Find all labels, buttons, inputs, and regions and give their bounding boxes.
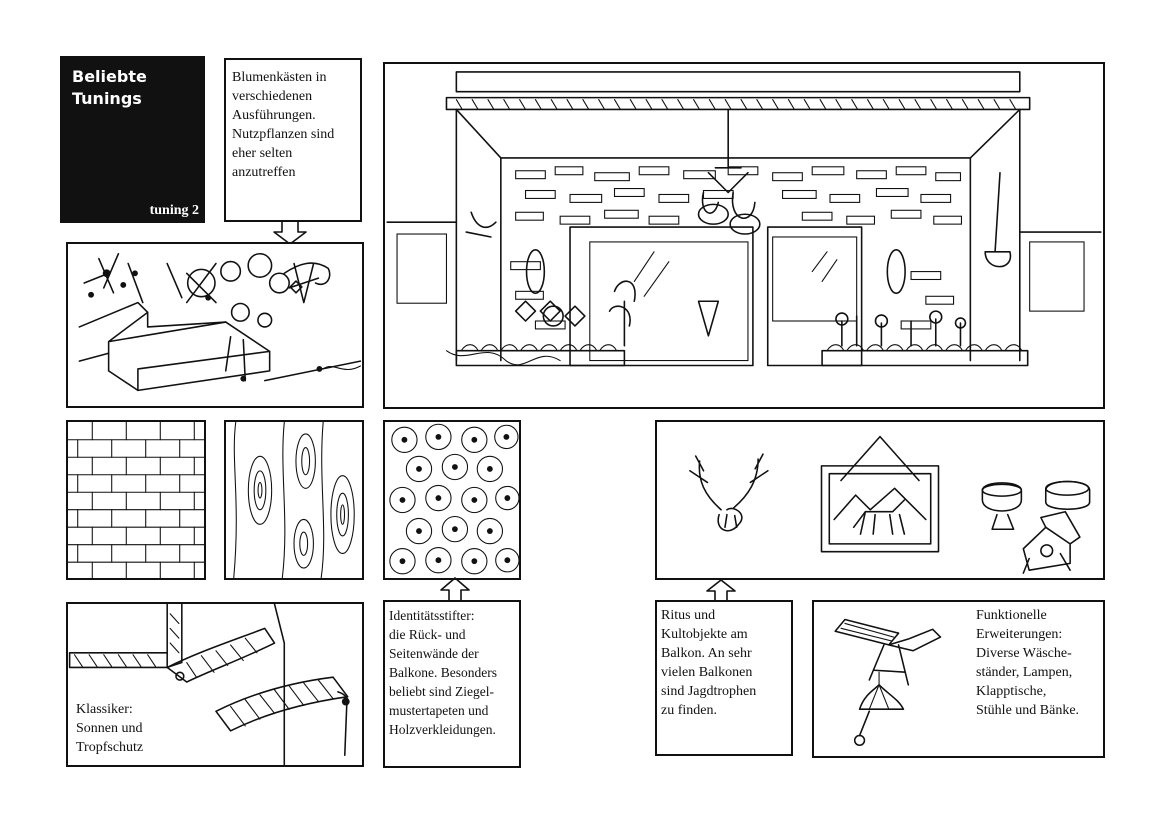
title-tag: tuning 2 xyxy=(149,203,199,218)
cult-objects-illustration xyxy=(655,420,1105,580)
title-block: Beliebte Tunings tuning 2 xyxy=(60,56,205,223)
flower-box-illustration xyxy=(66,242,364,408)
caption-flower-boxes-panel: Blumenkästen in verschiedenen Ausführung… xyxy=(224,58,362,222)
brick-wall-sample xyxy=(66,420,206,580)
awnings-panel: Klassiker: Sonnen und Tropfschutz xyxy=(66,602,364,767)
caption-walls-panel: Identitätsstifter: die Rück- und Seitenw… xyxy=(383,600,521,768)
caption-flower-boxes: Blumenkästen in verschiedenen Ausführung… xyxy=(232,70,335,180)
caption-awnings: Klassiker: Sonnen und Tropfschutz xyxy=(76,702,144,755)
flower-wallpaper-sample xyxy=(383,420,521,580)
caption-cult-objects: Ritus und Kultobjekte am Balkon. An sehr… xyxy=(661,608,757,718)
arrow-up-icon xyxy=(706,579,736,602)
caption-functional: Funktionelle Erweiterungen: Diverse Wäsc… xyxy=(976,608,1080,718)
wood-grain-sample xyxy=(224,420,364,580)
caption-cult-objects-panel: Ritus und Kultobjekte am Balkon. An sehr… xyxy=(655,600,793,756)
functional-extensions-panel: Funktionelle Erweiterungen: Diverse Wäsc… xyxy=(812,600,1105,758)
balcony-illustration xyxy=(383,62,1105,409)
title-heading: Beliebte Tunings xyxy=(72,67,147,108)
caption-walls: Identitätsstifter: die Rück- und Seitenw… xyxy=(389,608,497,737)
arrow-up-icon xyxy=(440,577,470,602)
